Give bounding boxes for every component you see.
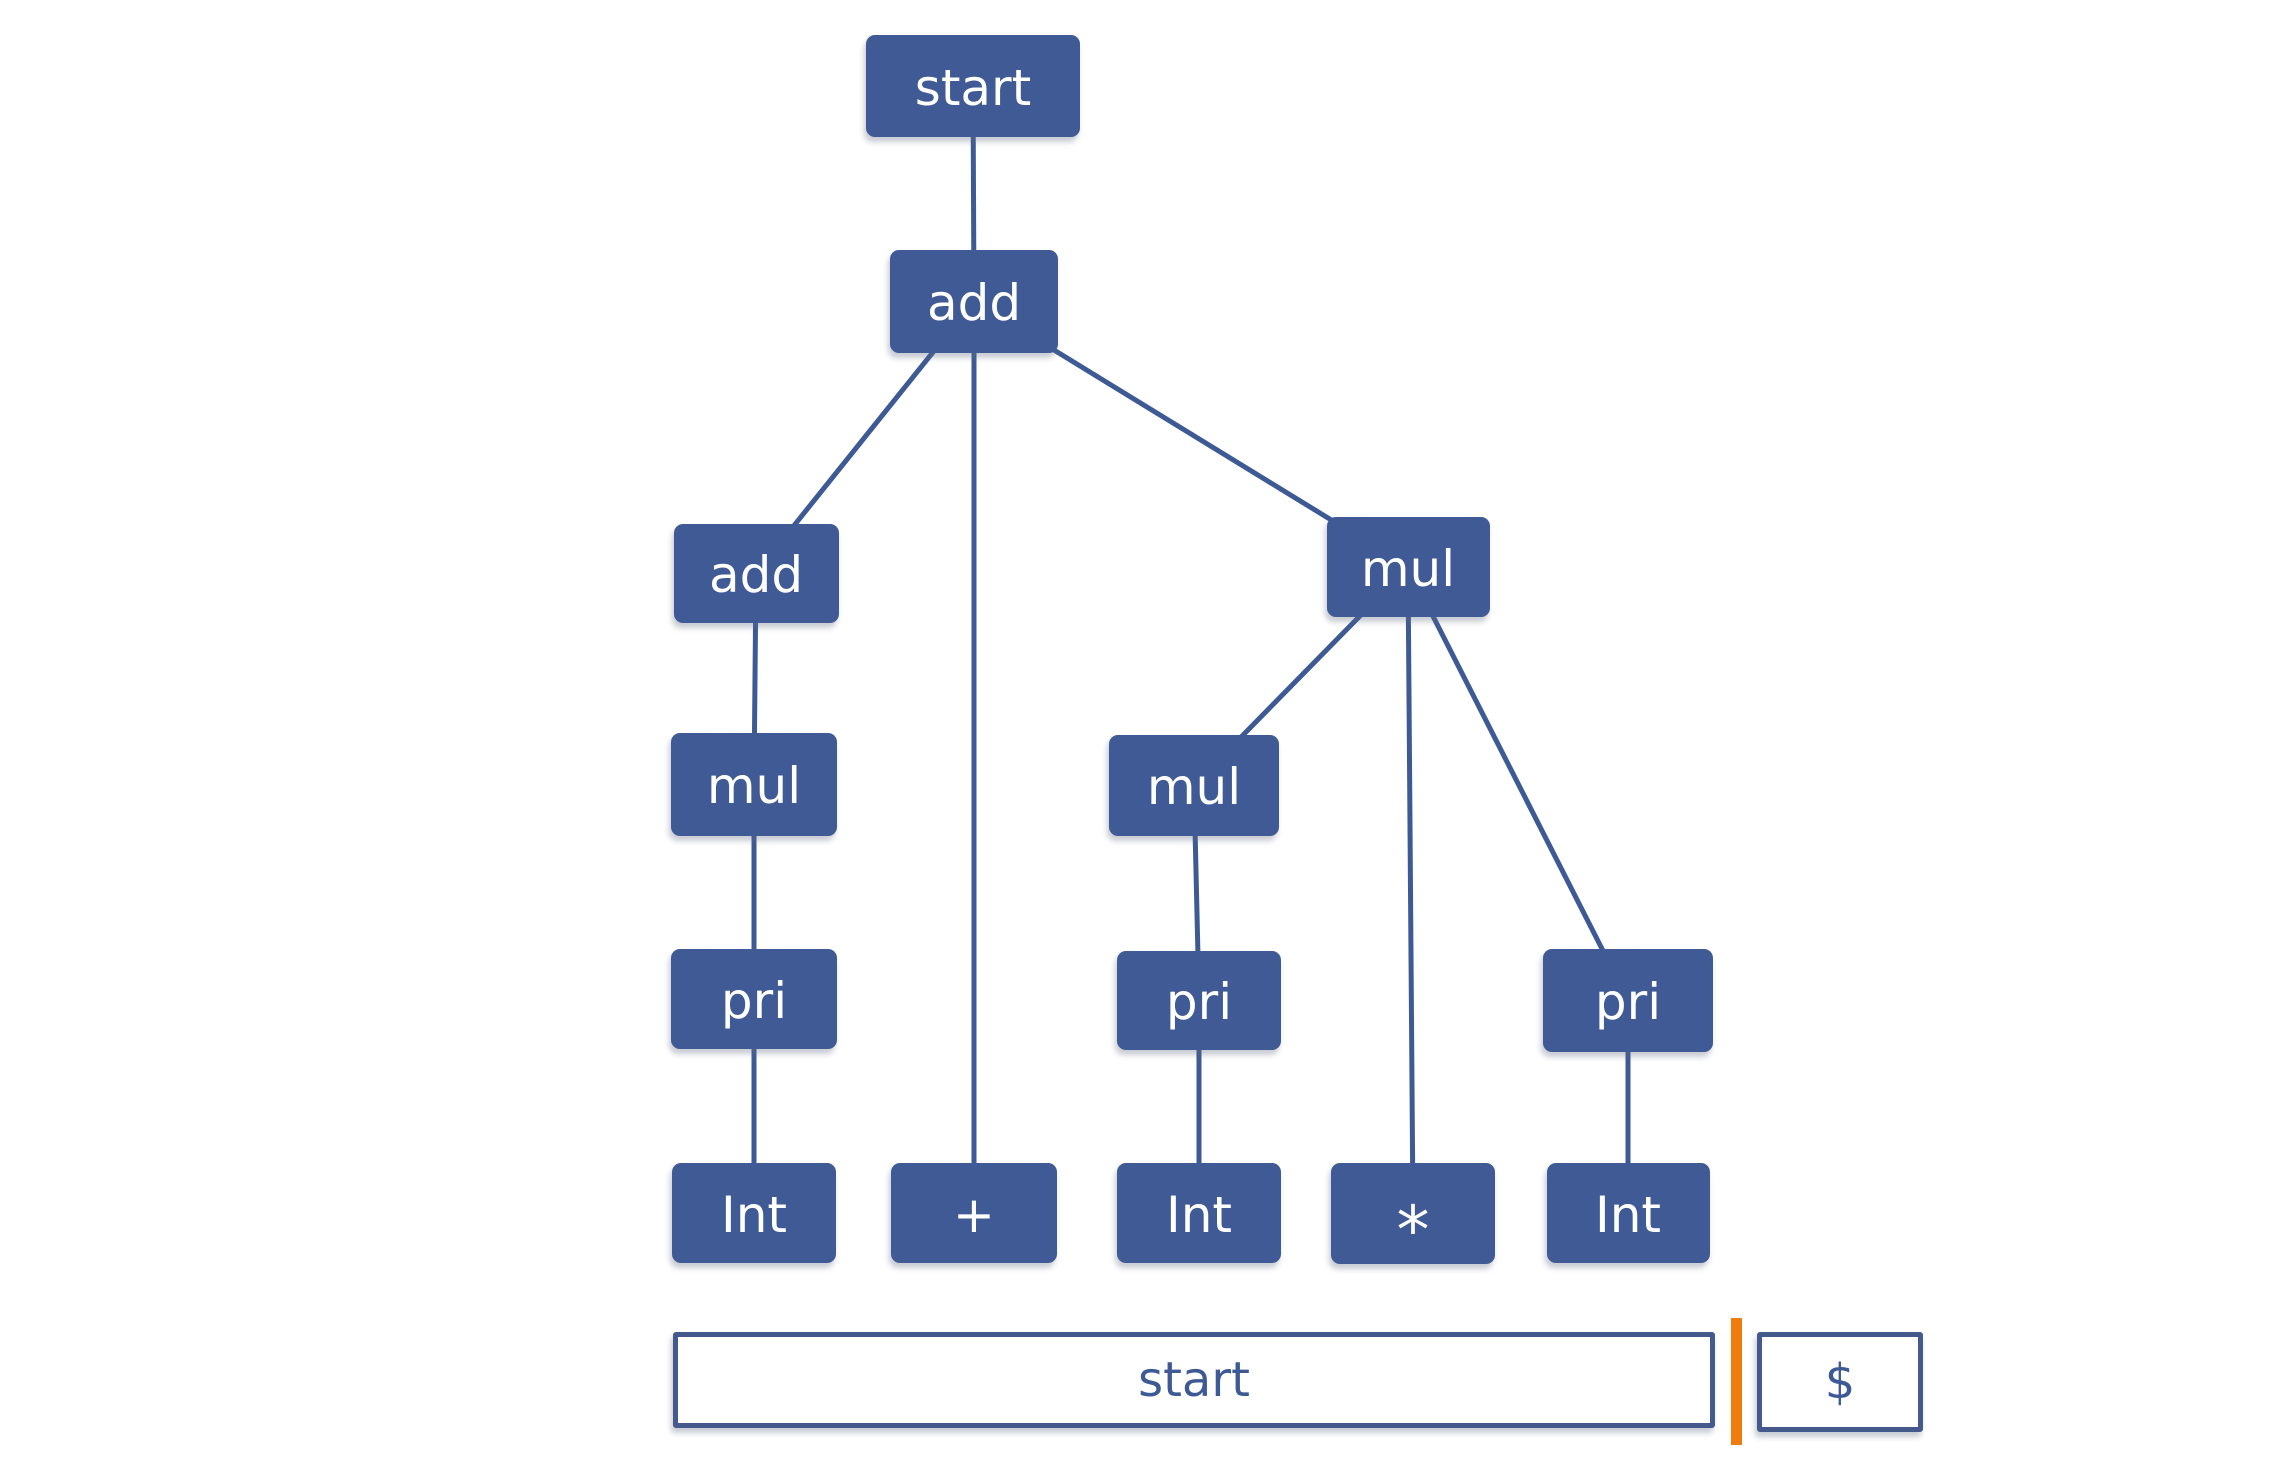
tree-node-label: Int [1594,1186,1662,1244]
tree-node-label: pri [1594,973,1662,1031]
tree-node-int1: Int [672,1163,836,1263]
input-cursor-bar [1731,1318,1742,1445]
tree-node-add2: add [673,523,839,623]
end-marker-label: $ [1824,1354,1856,1410]
tree-node-add1: add [890,249,1058,353]
tree-node-label: Int [1165,1186,1233,1244]
tree-node-label: start [914,59,1032,117]
tree-node-label: add [926,274,1022,332]
tree-node-pri3: pri [1543,948,1713,1052]
tree-node-int3: Int [1546,1163,1710,1263]
tree-node-pri1: pri [671,949,837,1049]
tree-edge-mul1-star [1405,566,1416,1214]
tree-node-star: * [1331,1162,1495,1269]
end-marker-box: $ [1757,1332,1923,1432]
tree-node-mul2: mul [671,732,837,836]
tree-node-label: * [1396,1192,1430,1269]
matched-input-box: start [673,1332,1715,1428]
tree-node-label: pri [1165,973,1233,1031]
tree-node-mul3: mul [1109,734,1279,836]
tree-node-mul1: mul [1326,517,1490,617]
tree-node-plus: + [891,1163,1057,1263]
tree-node-label: Int [720,1186,788,1244]
tree-node-label: + [953,1186,995,1244]
tree-node-label: mul [1146,758,1242,816]
tree-edge-mul1-pri3 [1405,565,1631,1002]
tree-node-label: pri [720,972,788,1030]
tree-node-label: add [708,546,804,604]
matched-input-label: start [1138,1352,1250,1408]
tree-node-pri2: pri [1117,950,1281,1050]
tree-node-label: mul [1360,540,1456,598]
tree-node-start: start [866,35,1080,137]
tree-node-int2: Int [1117,1163,1281,1263]
tree-node-label: mul [706,757,802,815]
